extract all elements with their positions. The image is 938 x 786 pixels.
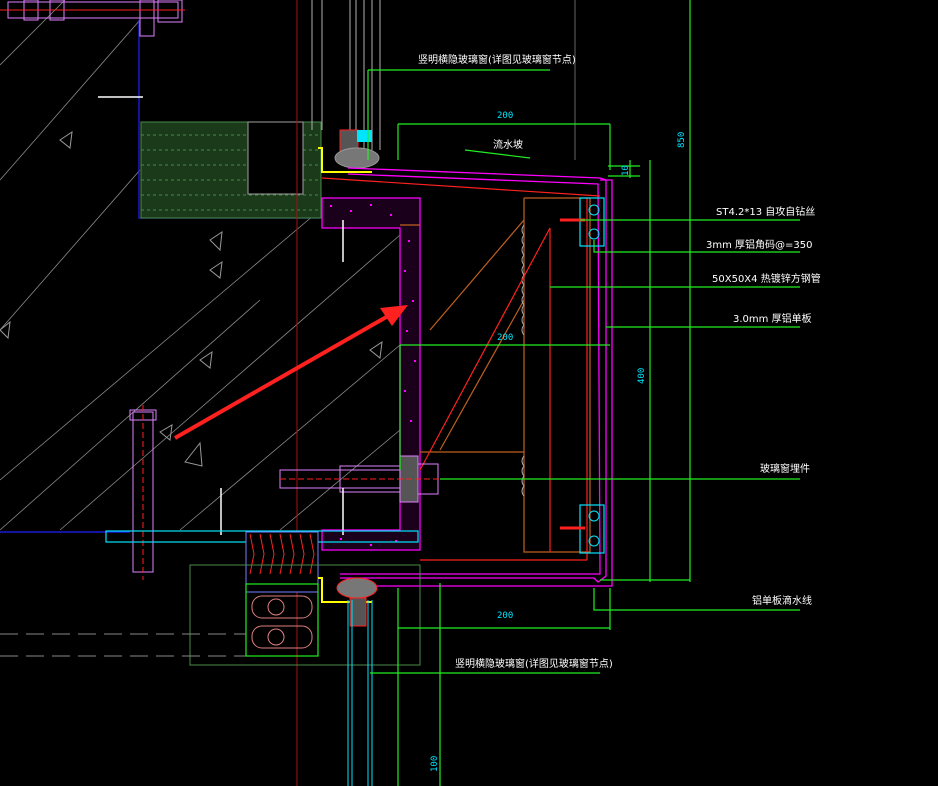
sealant-top: [334, 147, 380, 169]
label-window-top: 竖明横隐玻璃窗(详图见玻璃窗节点): [418, 53, 576, 66]
upper-window-frame: [247, 121, 304, 195]
window-mullion: [311, 0, 576, 160]
steel-frame: [400, 197, 591, 553]
aggregate-triangles: [0, 130, 383, 467]
label-slope: 流水坡: [493, 138, 523, 151]
annotation-arrow: [174, 305, 408, 440]
leader-lines: [367, 0, 800, 786]
dim-small-gap: 10: [621, 165, 631, 176]
nails: [98, 96, 344, 535]
label-screw: ST4.2*13 自攻自钻丝: [716, 205, 815, 218]
dim-panel-height: 400: [637, 368, 647, 384]
dim-top-width: 200: [497, 111, 513, 121]
label-panel: 3.0mm 厚铝单板: [733, 312, 812, 325]
embed-bolt: [279, 455, 440, 503]
dim-mid-width: 200: [497, 333, 513, 343]
concrete-hatch: [0, 0, 401, 531]
label-steel-tube: 50X50X4 热镀锌方钢管: [712, 272, 821, 285]
label-embed: 玻璃窗埋件: [760, 462, 810, 475]
dim-total-height: 850: [677, 132, 687, 148]
steel-tube: [321, 177, 601, 561]
angle-bracket-bottom: [560, 504, 605, 554]
dim-bottom-width: 200: [497, 611, 513, 621]
vertical-anchor: [129, 405, 157, 580]
flashing-bottom: [318, 577, 372, 603]
lower-glass: [347, 600, 373, 786]
label-window-bottom: 竖明横隐玻璃窗(详图见玻璃窗节点): [455, 657, 613, 670]
lower-frame-box: [245, 583, 319, 657]
dim-bottom-partial: 100: [430, 756, 440, 772]
gasket-bottom: [349, 597, 367, 627]
flashing-top: [318, 147, 372, 173]
aluminum-panel: [340, 167, 613, 587]
lower-insulation-zigzag: [249, 533, 315, 575]
sealant-bottom: [336, 577, 378, 599]
label-drip: 铝单板滴水线: [752, 594, 812, 607]
top-anchor-bolt: [0, 0, 185, 37]
lower-frame-rollers: [251, 595, 313, 649]
label-angle: 3mm 厚铝角码@=350: [706, 239, 813, 251]
gasket-top-2: [357, 130, 372, 142]
angle-bracket-top: [560, 197, 605, 247]
dashed-lines: [0, 633, 246, 657]
lower-outer-frame: [189, 564, 421, 666]
